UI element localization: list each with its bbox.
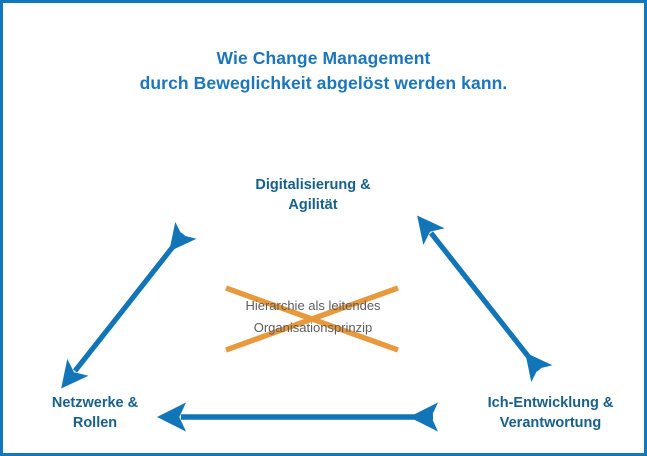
node-top-line-2: Agilität <box>288 197 338 213</box>
arrow-right-diagonal <box>417 215 553 383</box>
arrow-left-diagonal <box>61 221 197 389</box>
node-bottom-right-line-1: Ich-Entwicklung & <box>487 395 614 411</box>
node-bottom-right-line-2: Verantwortung <box>499 415 602 431</box>
orange-x-cross-icon <box>225 285 399 353</box>
title-line-1: Wie Change Management <box>216 48 431 68</box>
node-bottom-left-line-1: Netzwerke & <box>51 395 139 411</box>
node-bottom-left-netzwerke: Netzwerke & Rollen <box>5 393 185 433</box>
title-line-2: durch Beweglichkeit abgelöst werden kann… <box>139 73 508 93</box>
center-text-line-2: Organisationsprinzip <box>253 320 373 335</box>
center-crossed-out-text: Hierarchie als leitendes Organisationspr… <box>193 295 433 339</box>
center-text-line-1: Hierarchie als leitendes <box>245 298 381 313</box>
node-top-line-1: Digitalisierung & <box>255 177 371 193</box>
node-bottom-right-ich-entwicklung: Ich-Entwicklung & Verantwortung <box>458 393 643 433</box>
diagram-graphics <box>61 215 553 432</box>
node-bottom-left-line-2: Rollen <box>72 415 118 431</box>
node-top-digitalisierung: Digitalisierung & Agilität <box>168 175 458 215</box>
page-title: Wie Change Management durch Beweglichkei… <box>3 46 644 96</box>
